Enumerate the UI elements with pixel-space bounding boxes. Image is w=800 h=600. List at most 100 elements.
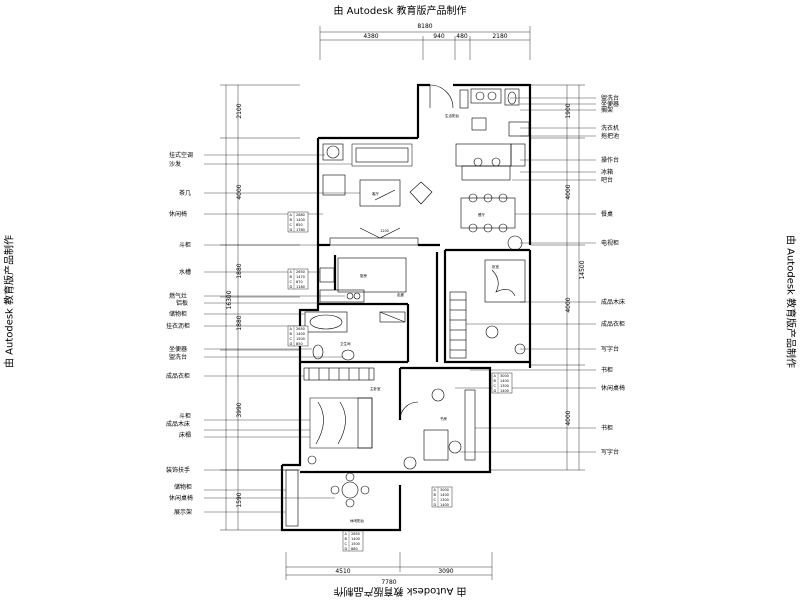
- label-bar: 吧台: [601, 176, 613, 184]
- schedule-value: 880: [351, 547, 358, 551]
- label-toilet: 坐便器: [601, 100, 619, 108]
- label-wash-basin: 盥洗台: [601, 94, 619, 102]
- room-bedroom-small: 卧室: [492, 264, 500, 269]
- schedule-value: 1300: [440, 498, 449, 502]
- schedule-value: 1500: [296, 337, 305, 341]
- schedule-table-kitchen: [287, 268, 309, 290]
- dim-left-5: 3990: [236, 402, 243, 417]
- room-dining: 餐厅: [478, 212, 486, 217]
- room-kitchen: 厨房: [360, 273, 368, 278]
- label-coffee-table: 茶几: [179, 189, 191, 197]
- label-tv-cabinet: 电视柜: [601, 239, 619, 247]
- room-balcony-bottom: 休闲阳台: [350, 518, 364, 523]
- label-worktop: 操作台: [601, 156, 619, 164]
- dim-bottom-2: 3090: [438, 568, 453, 575]
- room-balcony-top: 生活阳台: [445, 113, 459, 118]
- label-chest-2: 斗柜: [179, 412, 191, 420]
- label-bookcase-right-2: 书柜: [601, 424, 613, 432]
- schedule-code: A: [290, 213, 293, 217]
- label-aluminum-panel: 铝板: [176, 299, 188, 307]
- label-bed-left: 成品木床: [166, 420, 190, 428]
- dim-right-1: 1900: [565, 103, 572, 118]
- label-chest-1: 斗柜: [179, 241, 191, 249]
- label-washing-machine: 洗衣机: [601, 124, 619, 132]
- schedule-code: D: [290, 285, 293, 289]
- label-storage-2: 储物柜: [174, 483, 192, 491]
- schedule-table-bath: [287, 325, 309, 347]
- dim-top-2: 940: [433, 33, 445, 40]
- schedule-table-balcony: [342, 530, 364, 552]
- schedule-code: B: [290, 218, 293, 222]
- schedule-value: 850: [296, 342, 303, 346]
- schedule-value: 1400: [440, 493, 449, 497]
- schedule-value: 1400: [500, 389, 509, 393]
- dim-left-total: 16300: [226, 290, 233, 309]
- schedule-code: A: [290, 327, 293, 331]
- schedule-value: 1400: [296, 218, 305, 222]
- schedule-code: D: [290, 342, 293, 346]
- schedule-code: C: [494, 384, 497, 388]
- schedule-value: 1400: [440, 503, 449, 507]
- label-bench: 床榻: [179, 431, 191, 439]
- room-bathroom: 卫生间: [340, 341, 351, 346]
- schedule-code: C: [290, 223, 293, 227]
- label-mop-sink: 拖把池: [601, 132, 619, 140]
- label-gas-stove: 燃气灶: [169, 292, 187, 300]
- schedule-value: 3000: [440, 488, 449, 492]
- label-display-shelf: 展示架: [174, 508, 192, 516]
- room-hallway: 走廊: [397, 292, 405, 297]
- living-tv: 1200: [380, 229, 389, 233]
- dim-top-1: 4380: [363, 33, 378, 40]
- label-bookcase-right-1: 书柜: [601, 366, 613, 374]
- right-labels: 盥洗台 坐便器 搁架 洗衣机 拖把池 操作台 冰箱 吧台 餐桌 电视柜 成品木床…: [601, 94, 625, 456]
- schedule-code: B: [290, 275, 293, 279]
- schedule-value: 2880: [296, 213, 305, 217]
- watermark-top: 由 Autodesk 教育版产品制作: [333, 6, 467, 17]
- dim-bottom-1: 4510: [335, 568, 350, 575]
- dim-left-6: 1590: [236, 492, 243, 507]
- right-dimensions: 1900 4000 4000 4000 14500: [490, 84, 586, 471]
- schedule-value: 3000: [500, 374, 509, 378]
- schedule-value: 1780: [296, 228, 305, 232]
- label-wardrobe-right: 成品衣柜: [601, 320, 625, 328]
- label-wardrobe-left: 成品衣柜: [166, 372, 190, 380]
- label-bed-right: 成品木床: [601, 298, 625, 306]
- dim-top-4: 2180: [492, 33, 507, 40]
- room-study: 书房: [440, 416, 448, 421]
- schedule-value: 1470: [296, 275, 305, 279]
- schedule-value: 1180: [296, 285, 305, 289]
- schedule-code: C: [290, 337, 293, 341]
- dim-left-3: 1880: [236, 263, 243, 278]
- schedule-code: B: [345, 537, 348, 541]
- schedule-value: 1300: [500, 384, 509, 388]
- schedule-code: C: [290, 280, 293, 284]
- label-leisure-set-left: 休闲桌椅: [169, 494, 193, 502]
- room-living: 客厅: [372, 191, 380, 196]
- left-dimensions: 2100 4000 1880 1880 3990 1590 16300: [220, 84, 300, 531]
- dim-bottom-total: 7780: [381, 579, 396, 586]
- label-desk-right-1: 写字台: [601, 345, 619, 353]
- label-dining-table: 餐桌: [601, 210, 613, 218]
- schedule-value: 2650: [296, 270, 305, 274]
- schedule-value: 1500: [351, 542, 360, 546]
- label-leisure-set-right: 休闲桌椅: [601, 384, 625, 392]
- schedule-value: 850: [296, 223, 303, 227]
- dim-top-3: 480: [456, 33, 468, 40]
- label-storage-1: 储物柜: [169, 310, 187, 318]
- room-master: 主卧室: [370, 386, 381, 391]
- schedule-value: 1400: [296, 332, 305, 336]
- walls: [280, 83, 532, 532]
- label-fridge: 冰箱: [601, 168, 613, 176]
- schedule-code: D: [345, 547, 348, 551]
- label-wall-ac: 挂式空调: [169, 151, 193, 159]
- bottom-dimensions: 4510 3090 7780: [285, 552, 493, 586]
- schedule-table-living: [287, 211, 309, 233]
- schedule-table-bedroom: [491, 372, 513, 394]
- label-sink: 水槽: [179, 268, 191, 276]
- dim-right-total: 14500: [579, 260, 586, 279]
- label-basin-left: 盥洗台: [169, 353, 187, 361]
- dim-right-3: 4000: [565, 297, 572, 312]
- schedule-value: 870: [296, 280, 303, 284]
